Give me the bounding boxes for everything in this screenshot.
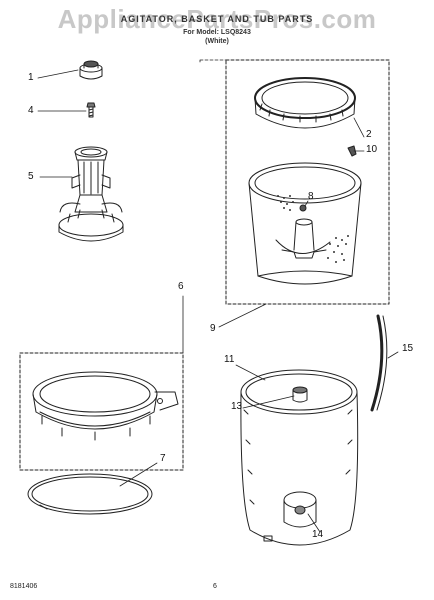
callout-14: 14 xyxy=(312,529,324,540)
balance-ring-part xyxy=(254,77,356,129)
leader-lines xyxy=(37,69,399,533)
outer-tub-part xyxy=(240,369,359,546)
callout-9: 9 xyxy=(210,323,216,334)
color-code: (White) xyxy=(205,38,229,45)
callout-6: 6 xyxy=(178,281,184,292)
agitator-cap-part xyxy=(79,60,103,80)
callout-10: 10 xyxy=(366,144,378,155)
agitator-part xyxy=(58,146,124,242)
wash-basket-part xyxy=(248,162,362,285)
callout-5: 5 xyxy=(28,171,34,182)
tub-hose-part xyxy=(370,314,388,412)
callout-7: 7 xyxy=(160,453,166,464)
connector-line xyxy=(199,59,227,63)
page-number: 6 xyxy=(213,583,217,590)
group-box-6 xyxy=(19,352,184,471)
callout-1: 1 xyxy=(28,72,34,83)
diagram-title: AGITATOR, BASKET AND TUB PARTS xyxy=(120,14,314,24)
snap-ring-part xyxy=(27,473,153,515)
watermark: AppliancePartsPros.com xyxy=(57,4,377,34)
callout-8: 8 xyxy=(308,191,314,202)
group-box-9 xyxy=(225,59,390,305)
document-number: 8181406 xyxy=(10,583,38,590)
callout-2: 2 xyxy=(366,129,372,140)
callout-13: 13 xyxy=(231,401,243,412)
model-line: For Model: LSQ8243 xyxy=(183,29,251,36)
callout-11: 11 xyxy=(224,354,235,365)
callout-15: 15 xyxy=(402,343,414,354)
basket-clip-part xyxy=(347,145,357,157)
agitator-bolt-part xyxy=(86,102,96,118)
tub-ring-part xyxy=(32,371,179,441)
callout-4: 4 xyxy=(28,105,34,116)
